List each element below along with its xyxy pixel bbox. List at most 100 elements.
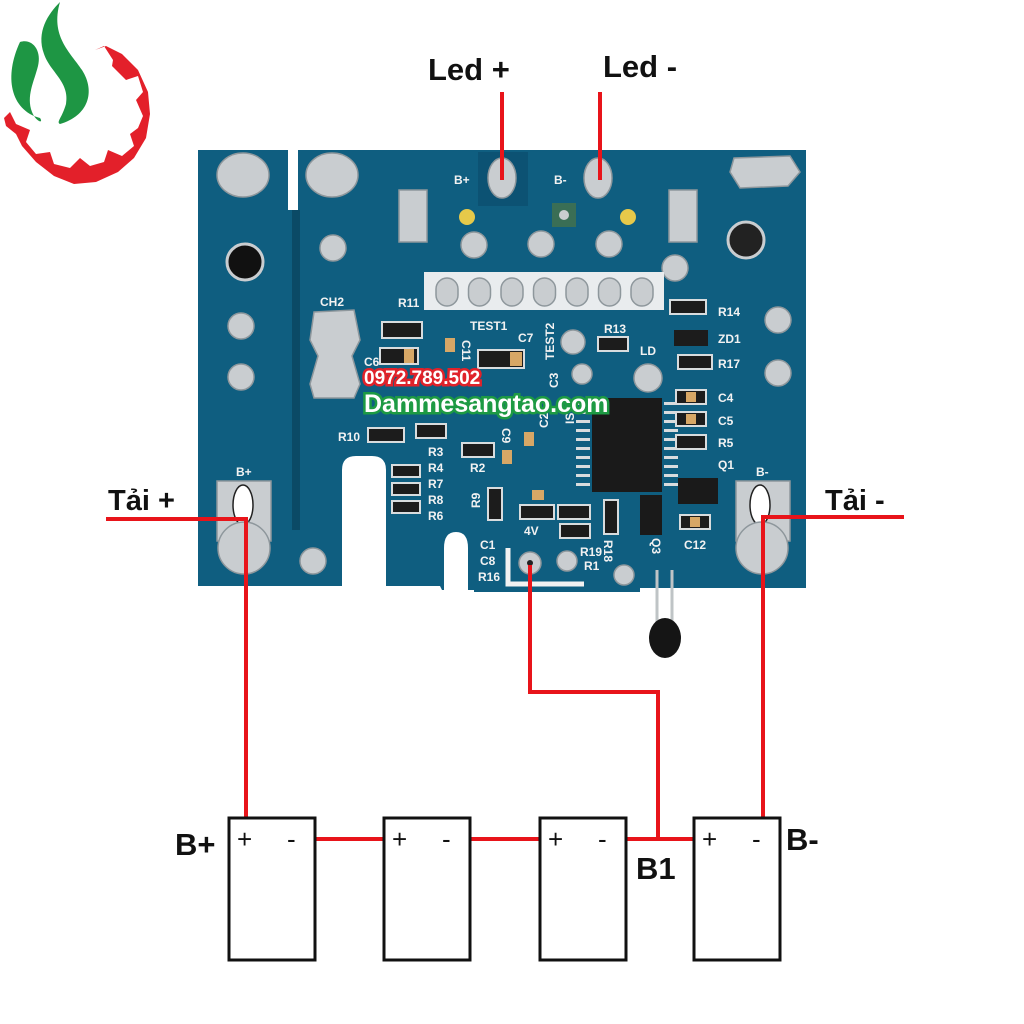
battery-plus-terminal: + [548,824,563,854]
smd-r7 [391,482,421,496]
ic-pin [664,411,678,414]
silk-r14: R14 [718,305,740,319]
via-6 [227,312,255,340]
silk-r18: R18 [601,540,615,562]
label-load-minus: Tải - [825,485,885,517]
via-4 [595,230,623,258]
battery-cell: +- [538,816,628,962]
ic-pin [576,411,590,414]
silk-r4: R4 [428,461,444,475]
via-9 [764,359,792,387]
smd-c4-cap [686,392,696,402]
wire-load-plus [106,517,248,822]
silk-c1: C1 [480,538,496,552]
pcb-cutout [350,470,380,590]
smd-r13 [597,336,629,352]
battery-pack: +-+-+-+- [227,816,782,962]
silk-r6: R6 [428,509,444,523]
battery-cell: +- [382,816,472,962]
silk-c11: C11 [459,340,473,362]
silk-r17: R17 [718,357,740,371]
via-2 [460,231,488,259]
silk-ch2: CH2 [320,295,344,309]
silk-r8: R8 [428,493,444,507]
ic-pin [664,465,678,468]
smd-q3 [640,495,662,535]
pcb-board: B+ B- B+ B- CH2 R11 TEST1 C7 C6 R13 LD R… [198,150,806,658]
ic-pin [576,429,590,432]
via-7 [227,363,255,391]
battery-plus-terminal: + [237,824,252,854]
label-led-plus: Led + [428,52,510,87]
silk-r2: R2 [470,461,486,475]
ic-pin [576,483,590,486]
ic-pin [576,474,590,477]
ic-pin [664,438,678,441]
smd-r18 [603,499,619,535]
battery-minus-terminal: - [598,824,607,854]
hole-black-left [225,242,265,282]
ic-chip [592,398,662,492]
battery-minus-terminal: - [752,824,761,854]
smd-r0 [519,504,555,520]
header-pins [435,277,654,307]
watermark-website: Dammesangtao.com [364,390,609,418]
smd-r19 [557,504,591,520]
ic-pin [664,420,678,423]
smd-q1 [678,478,718,504]
pcb-outline [198,150,806,592]
test-pad-dot [559,210,569,220]
fuse-right [668,189,698,243]
ic-pin [664,402,678,405]
silk-main-b-minus: B- [756,465,769,479]
silk-r19: R19 [580,545,602,559]
smd-mid-cap [532,490,544,500]
flame-gear-logo [4,2,150,184]
pcb-left-rail [292,210,300,530]
via-13 [299,547,327,575]
smd-r10 [367,427,405,443]
label-battery-plus: B+ [175,827,216,862]
header-pin [435,277,459,307]
silk-c9: C9 [499,428,513,444]
test-4v-hole [527,560,533,566]
smd-c6-cap [404,349,414,363]
smd-c5-cap [686,414,696,424]
header-pin [532,277,557,307]
smd-r11 [381,321,423,339]
ic-pin [576,465,590,468]
header-pin [467,277,492,307]
smd-c12-cap [690,517,700,527]
smd-c9 [502,450,512,464]
thermistor-body [649,618,681,658]
silk-c7: C7 [518,331,534,345]
silk-c5: C5 [718,414,734,428]
smd-r4 [391,464,421,478]
battery-plus-terminal: + [702,824,717,854]
wires [106,92,904,841]
battery-cell-body [382,816,472,962]
ic-pin [576,456,590,459]
smd-r1 [559,523,591,539]
header-pin [630,277,654,307]
silk-q3: Q3 [649,538,663,554]
silk-c6: C6 [364,355,380,369]
silk-c8: C8 [480,554,496,568]
label-balance-b1: B1 [636,851,676,886]
silk-r3: R3 [428,445,444,459]
test-4v-outline [505,548,584,587]
battery-cell-body [227,816,317,962]
ic-pin [664,456,678,459]
smd-zd1 [674,330,708,346]
silk-r13: R13 [604,322,626,336]
via-8 [764,306,792,334]
pcb-slot-white [288,150,298,210]
smd-r17 [677,354,713,370]
silk-test1: TEST1 [470,319,508,333]
watermark-phone: 0972.789.502 [364,368,480,389]
ic-pin [664,447,678,450]
pcb-notch [444,532,468,590]
battery-plus-terminal: + [392,824,407,854]
via-5 [661,254,689,282]
silk-r10: R10 [338,430,360,444]
